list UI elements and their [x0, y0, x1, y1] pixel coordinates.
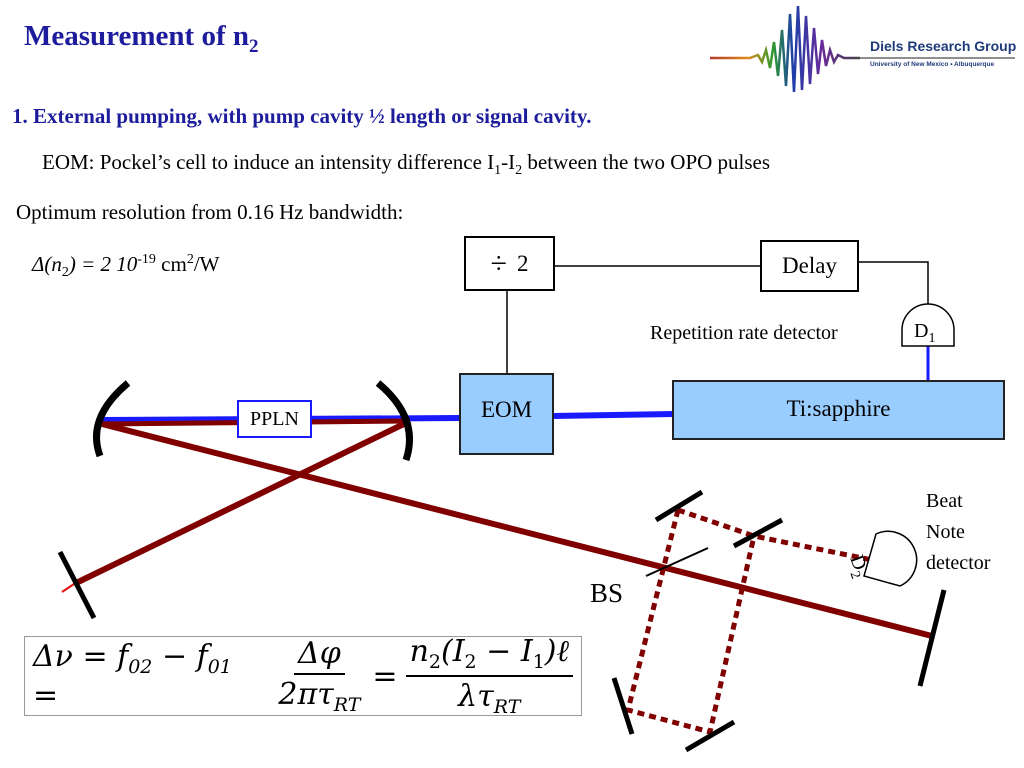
fraction-intensity: n2(I2 − I1)ℓ λτRT [405, 634, 573, 718]
delta-n2-value: Δ(n2) = 2 10-19 cm2/W [32, 252, 220, 281]
eom-description: EOM: Pockel’s cell to induce an intensit… [42, 150, 771, 179]
eom-box: EOM [459, 373, 554, 455]
resolution-text: Optimum resolution from 0.16 Hz bandwidt… [16, 200, 404, 224]
wire-delay-d1 [858, 261, 929, 316]
delay-box: Delay [760, 240, 859, 292]
logo-affiliation: University of New Mexico • Albuquerque [870, 61, 995, 68]
laser-label: Ti:sapphire [786, 396, 891, 421]
interferometer-mirror-top-left [654, 489, 704, 523]
left-curved-mirror [93, 380, 131, 458]
divider-value: 2 [516, 250, 529, 276]
right-curved-mirror [375, 380, 413, 462]
divide-icon: ÷ [490, 246, 507, 280]
interferometer-mirror-bottom-right [684, 719, 736, 753]
beat-frequency-formula: Δν = f02 − f01 = Δφ 2πτRT = n2(I2 − I1)ℓ… [24, 634, 582, 718]
bs-label: BS [590, 578, 624, 608]
fold-mirror [57, 550, 97, 620]
d2-detector-shape [863, 530, 918, 587]
interferometer-path [677, 507, 873, 563]
logo-name: Diels Research Group [870, 38, 1017, 54]
frequency-divider-box: ÷2 [464, 236, 555, 291]
end-mirror [917, 589, 947, 687]
d1-detector-shape [901, 303, 955, 347]
wave-packet-icon [710, 5, 1015, 93]
page-title: Measurement of n2 [24, 20, 259, 57]
interferometer-mirror-top-right [732, 517, 784, 549]
leak-beam [61, 583, 75, 593]
signal-beam-cross [72, 418, 412, 587]
d1-label: D1 [914, 320, 936, 346]
logo: Diels Research Group University of New M… [710, 0, 1020, 96]
pump-beam-eom-laser [552, 411, 675, 419]
ppln-label: PPLN [250, 407, 299, 430]
beat-note-label: Beat Note detector [926, 490, 991, 574]
ti-sapphire-laser: Ti:sapphire [672, 380, 1005, 440]
section-heading: 1. External pumping, with pump cavity ½ … [12, 104, 592, 128]
fraction-phase: Δφ 2πτRT [278, 636, 361, 716]
eom-label: EOM [480, 397, 533, 422]
rep-rate-label: Repetition rate detector [650, 322, 838, 344]
interferometer-mirror-bottom-left [611, 677, 635, 735]
delay-label: Delay [782, 253, 837, 278]
beam-splitter [645, 547, 709, 577]
ppln-crystal: PPLN [237, 400, 312, 438]
signal-beam-long [101, 421, 933, 639]
